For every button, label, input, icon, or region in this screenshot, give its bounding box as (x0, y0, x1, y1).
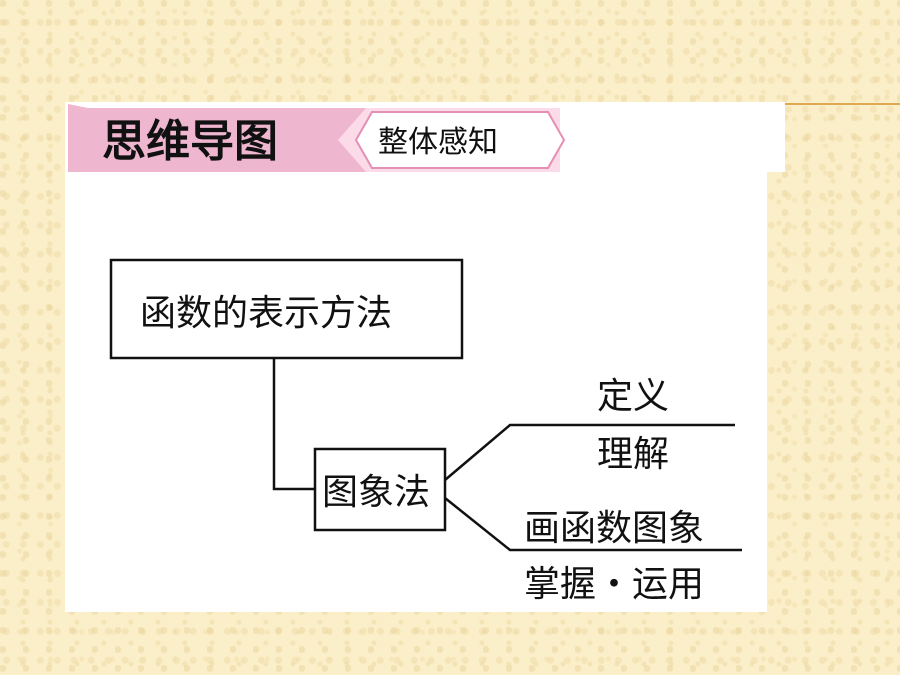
branch-line-1 (444, 423, 735, 481)
content-card-notch (767, 102, 785, 172)
method-node-box (313, 447, 447, 532)
page-title: 思维导图 (102, 116, 278, 167)
branch-1-above-label: 定义 (597, 376, 669, 417)
subtitle-band (354, 111, 566, 169)
root-node-box (109, 258, 464, 360)
page-subtitle: 整体感知 (378, 125, 498, 160)
root-node-label: 函数的表示方法 (140, 293, 392, 334)
method-node-label: 图象法 (322, 472, 430, 513)
header-banner: 思维导图 整体感知 (68, 104, 566, 172)
branch-2-above-label: 画函数图象 (524, 508, 704, 549)
title-band (68, 104, 378, 172)
root-connector (272, 358, 315, 491)
branch-line-2 (444, 497, 742, 552)
branch-1-below-label: 理解 (597, 434, 669, 475)
accent-line (785, 103, 900, 105)
branch-2-below-label: 掌握・运用 (524, 564, 704, 605)
